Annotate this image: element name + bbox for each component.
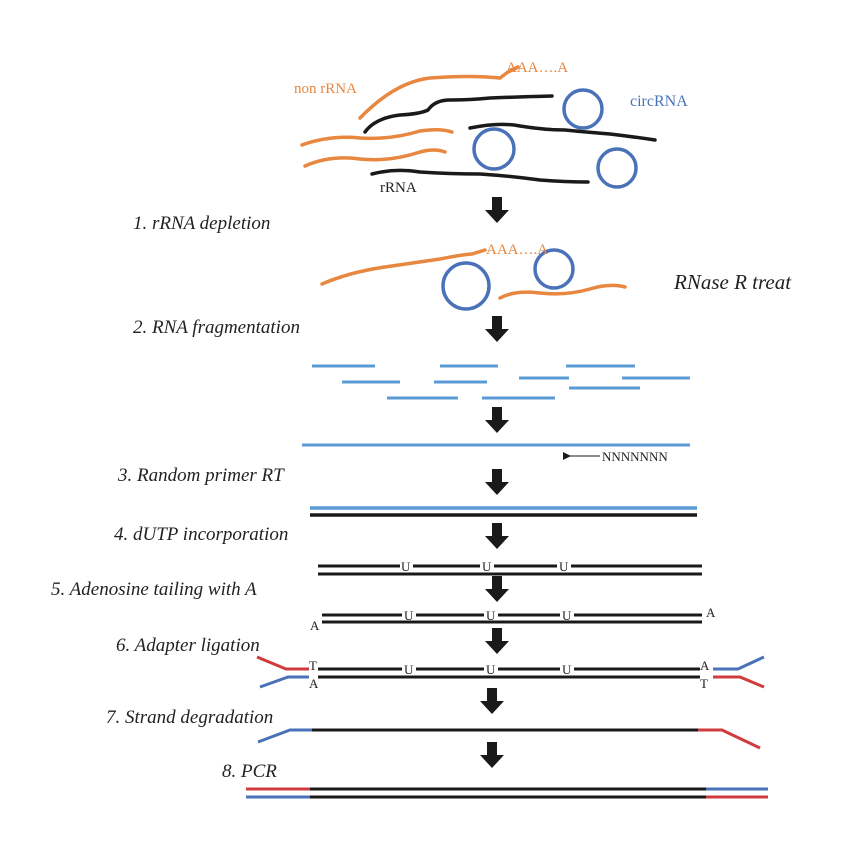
uracil-label: U xyxy=(486,608,496,623)
down-arrow-icon xyxy=(485,469,509,495)
down-arrow-icon xyxy=(485,523,509,549)
non-rrna-label: non rRNA xyxy=(294,81,357,97)
adapter-blue-left xyxy=(257,728,312,744)
step-label-8: 8. PCR xyxy=(222,761,277,782)
circrna-label: circRNA xyxy=(630,93,688,110)
rrna-strand xyxy=(363,94,554,134)
a-overhang-label: A xyxy=(700,658,710,673)
step-label-5: 5. Adenosine tailing with A xyxy=(51,579,257,600)
down-arrow-icon xyxy=(485,197,509,223)
uracil-label: U xyxy=(482,559,492,574)
rna-mixture: non rRNA AAA….A circRNA rRNA xyxy=(294,60,688,196)
circrna-circle xyxy=(596,147,638,189)
adapter-red-right xyxy=(698,728,761,750)
process-arrows xyxy=(480,197,509,768)
rrna-label: rRNA xyxy=(380,180,417,196)
polya-tail-label: AAA….A xyxy=(506,60,568,76)
circrna-circle xyxy=(533,248,575,290)
t-overhang-label: T xyxy=(700,676,708,691)
a-overhang-label: A xyxy=(310,618,320,633)
uracil-label: U xyxy=(486,662,496,677)
single-strand-library xyxy=(257,728,761,750)
a-tailed-duplex: U U U A A xyxy=(310,605,716,633)
uracil-label: U xyxy=(401,559,411,574)
a-overhang-label: A xyxy=(309,676,319,691)
step-label-6: 6. Adapter ligation xyxy=(116,635,260,656)
rnase-r-label: RNase R treat xyxy=(673,270,792,294)
circrna-circle xyxy=(472,127,516,171)
pcr-product xyxy=(246,787,768,799)
uracil-label: U xyxy=(404,662,414,677)
step-label-4: 4. dUTP incorporation xyxy=(114,524,288,545)
non-rrna-strand xyxy=(320,248,487,286)
non-rrna-strand xyxy=(303,148,447,168)
polya-tail-label: AAA….A xyxy=(486,242,548,258)
uracil-label: U xyxy=(562,608,572,623)
uracil-label: U xyxy=(562,662,572,677)
uracil-label: U xyxy=(404,608,414,623)
adapter-red-left xyxy=(256,655,309,671)
down-arrow-icon xyxy=(480,742,504,768)
step-label-3: 3. Random primer RT xyxy=(117,465,285,486)
down-arrow-icon xyxy=(485,576,509,602)
non-rrna-strand xyxy=(300,127,454,147)
non-rrna-strand xyxy=(358,65,520,120)
down-arrow-icon xyxy=(485,628,509,654)
down-arrow-icon xyxy=(485,407,509,433)
step-label-2: 2. RNA fragmentation xyxy=(133,317,300,338)
uracil-label: U xyxy=(559,559,569,574)
step-label-7: 7. Strand degradation xyxy=(106,707,273,728)
adapter-red-right xyxy=(713,675,765,689)
dutp-duplex: U U U xyxy=(318,559,702,576)
adapter-ligated-duplex: T A A T U U U xyxy=(256,655,765,691)
circrna-circle xyxy=(562,88,604,130)
t-overhang-label: T xyxy=(309,658,317,673)
adapter-blue-left xyxy=(259,675,309,689)
down-arrow-icon xyxy=(485,316,509,342)
rna-cdna-duplex xyxy=(310,506,697,517)
rna-fragments xyxy=(312,364,690,400)
step-label-1: 1. rRNA depletion xyxy=(133,213,270,234)
circrna-circle xyxy=(441,261,491,311)
a-overhang-label: A xyxy=(706,605,716,620)
down-arrow-icon xyxy=(480,688,504,714)
adapter-blue-right xyxy=(713,655,765,671)
random-primer-label: NNNNNNN xyxy=(602,449,668,464)
rt-template: NNNNNNN xyxy=(302,443,690,464)
depleted-rna: AAA….A RNase R treat xyxy=(320,242,792,311)
rrna-strand xyxy=(370,168,590,184)
rrna-strand xyxy=(468,122,657,142)
non-rrna-strand xyxy=(498,283,627,300)
